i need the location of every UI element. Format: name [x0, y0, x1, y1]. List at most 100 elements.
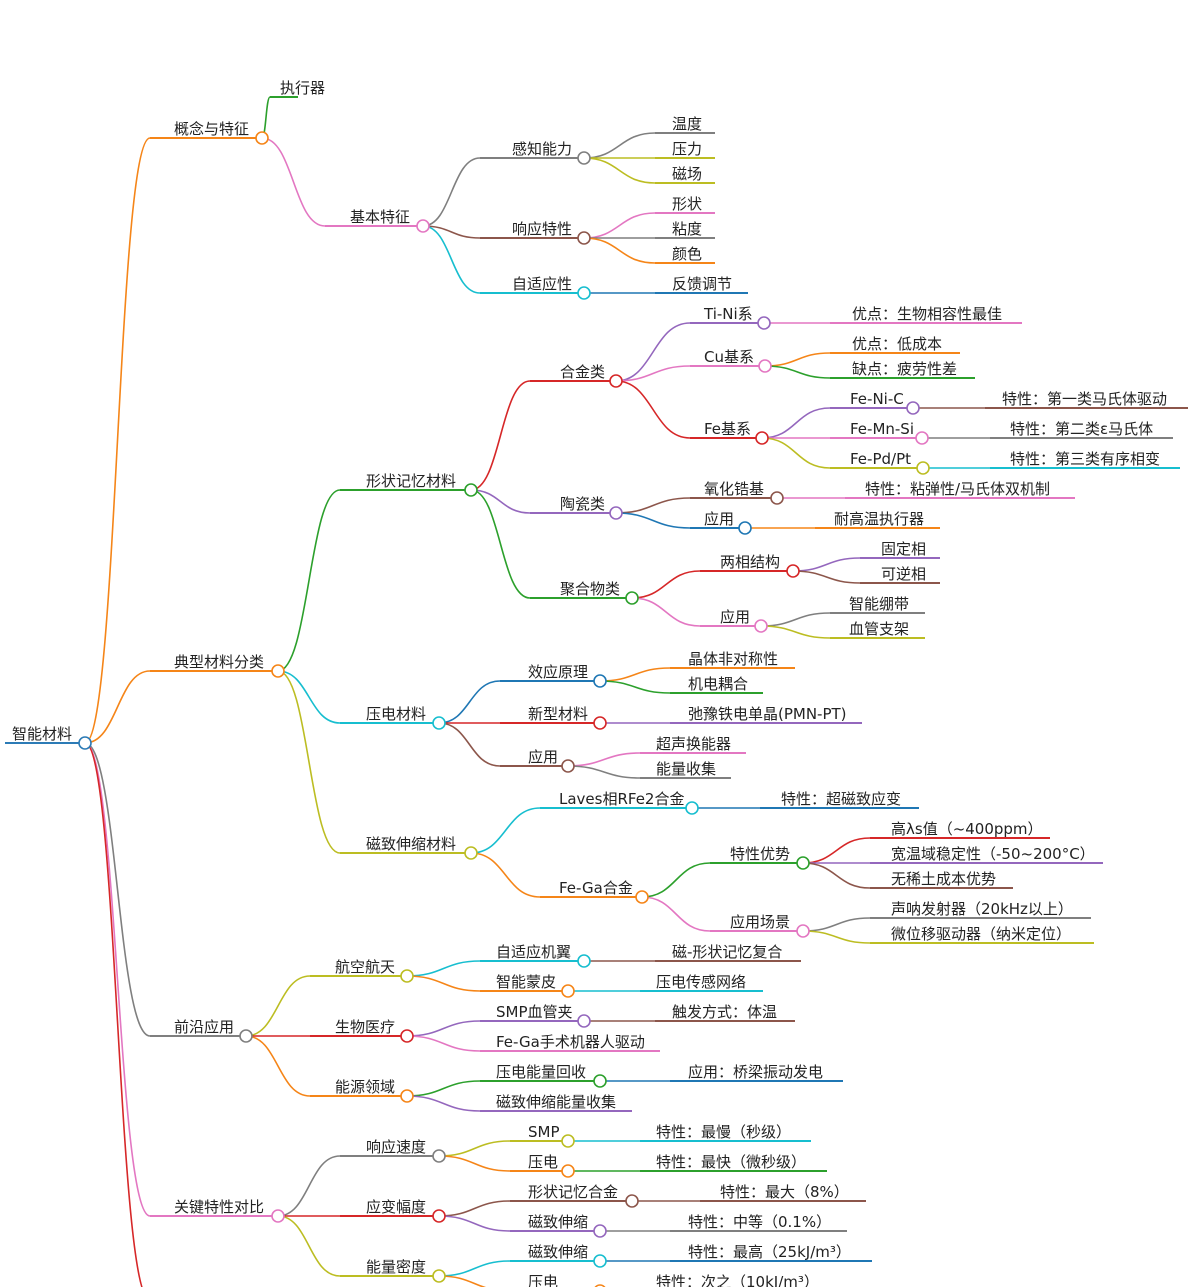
edge-1-0-0-1: [615, 365, 691, 382]
node-label: 声呐发射器（20kHz以上）: [891, 900, 1073, 918]
node-toggle[interactable]: [271, 664, 285, 678]
node-label: 典型材料分类: [174, 653, 264, 671]
node-toggle[interactable]: [400, 969, 414, 983]
node-toggle[interactable]: [916, 461, 930, 475]
node-label: Fe-Ga合金: [559, 879, 633, 897]
node-toggle[interactable]: [464, 846, 478, 860]
node-toggle[interactable]: [635, 890, 649, 904]
node-label: 超声换能器: [656, 735, 731, 753]
node-toggle[interactable]: [78, 736, 92, 750]
node-label: 颜色: [672, 245, 702, 263]
node-label: 自适应机翼: [496, 943, 571, 961]
node-toggle[interactable]: [561, 759, 575, 773]
node-label: 粘度: [672, 220, 702, 238]
node-toggle[interactable]: [625, 1194, 639, 1208]
node-toggle[interactable]: [593, 716, 607, 730]
node-label: Ti-Ni系: [703, 305, 753, 323]
node-toggle[interactable]: [577, 151, 591, 165]
edge-1-0-2-0-1: [792, 570, 861, 584]
node-label: 合金类: [560, 363, 605, 381]
node-label: 自适应性: [512, 275, 572, 293]
node-toggle[interactable]: [758, 359, 772, 373]
node-toggle[interactable]: [796, 924, 810, 938]
edge-2-1-0: [406, 1020, 481, 1037]
node-label: 陶瓷类: [560, 495, 605, 513]
node-toggle[interactable]: [786, 564, 800, 578]
edge-3-1-0: [438, 1200, 511, 1217]
node-toggle[interactable]: [593, 674, 607, 688]
edge-3-2-0: [438, 1260, 511, 1277]
node-toggle[interactable]: [796, 856, 810, 870]
edge-1-0-0-1-0: [764, 352, 831, 367]
node-toggle[interactable]: [416, 219, 430, 233]
node-label: 应用：桥梁振动发电: [688, 1063, 823, 1081]
node-toggle[interactable]: [609, 506, 623, 520]
node-toggle[interactable]: [757, 316, 771, 330]
node-label: 特性：粘弹性/马氏体双机制: [865, 480, 1050, 498]
node-toggle[interactable]: [561, 984, 575, 998]
node-toggle[interactable]: [915, 431, 929, 445]
node-label: 无稀土成本优势: [891, 870, 996, 888]
node-label: 优点：低成本: [852, 335, 942, 353]
node-toggle[interactable]: [770, 491, 784, 505]
node-toggle[interactable]: [239, 1029, 253, 1043]
node-label: 磁致伸缩: [528, 1213, 588, 1231]
node-toggle[interactable]: [432, 1209, 446, 1223]
node-label: 特性：第二类ε马氏体: [1010, 420, 1153, 438]
node-toggle[interactable]: [593, 1074, 607, 1088]
node-toggle[interactable]: [685, 801, 699, 815]
node-toggle[interactable]: [400, 1029, 414, 1043]
edge-2-2: [245, 1035, 311, 1097]
node-toggle[interactable]: [577, 231, 591, 245]
node-label: 磁致伸缩: [528, 1243, 588, 1261]
node-toggle[interactable]: [609, 374, 623, 388]
node-toggle[interactable]: [906, 401, 920, 415]
edge-1-1: [277, 670, 341, 724]
node-label: 智能材料: [12, 725, 72, 743]
node-label: 氧化锆基: [704, 480, 764, 498]
node-label: Fe-Ni-C: [850, 390, 904, 408]
node-label: 应变幅度: [366, 1198, 426, 1216]
node-toggle[interactable]: [593, 1224, 607, 1238]
node-toggle[interactable]: [432, 1149, 446, 1163]
edge-2-0: [245, 975, 311, 1037]
node-label: 晶体非对称性: [688, 650, 778, 668]
node-label: 宽温域稳定性（-50~200°C）: [891, 845, 1095, 863]
node-toggle[interactable]: [625, 591, 639, 605]
node-label: 效应原理: [528, 663, 588, 681]
node-label: Fe-Ga手术机器人驱动: [496, 1033, 645, 1051]
node-toggle[interactable]: [400, 1089, 414, 1103]
edge-0-1-0-0: [583, 132, 656, 159]
node-toggle[interactable]: [577, 286, 591, 300]
node-toggle[interactable]: [755, 431, 769, 445]
node-label: 应用: [720, 608, 750, 626]
node-toggle[interactable]: [464, 483, 478, 497]
node-toggle[interactable]: [432, 1269, 446, 1283]
node-label: 压电能量回收: [496, 1063, 586, 1081]
node-toggle[interactable]: [738, 521, 752, 535]
node-label: 概念与特征: [174, 120, 249, 138]
node-toggle[interactable]: [271, 1209, 285, 1223]
edge-1-0: [277, 489, 341, 672]
node-toggle[interactable]: [255, 131, 269, 145]
node-label: SMP: [528, 1123, 560, 1141]
node-label: 固定相: [881, 540, 926, 558]
node-toggle[interactable]: [561, 1164, 575, 1178]
node-label: 压电材料: [366, 705, 426, 723]
edge-2-1-1: [406, 1035, 481, 1052]
mindmap-nodes: 智能材料概念与特征执行器基本特征感知能力温度压力磁场响应特性形状粘度颜色自适应性…: [12, 79, 1167, 1287]
node-toggle[interactable]: [432, 716, 446, 730]
node-toggle[interactable]: [577, 954, 591, 968]
node-toggle[interactable]: [593, 1254, 607, 1268]
node-label: 磁致伸缩材料: [366, 835, 456, 853]
node-toggle[interactable]: [577, 1014, 591, 1028]
edge-2-2-0: [406, 1080, 481, 1097]
node-label: 磁场: [672, 165, 702, 183]
node-toggle[interactable]: [754, 619, 768, 633]
edge-1-1-2-1: [567, 765, 641, 779]
edge-1-1-0: [438, 680, 501, 724]
edge-0-1: [261, 137, 326, 227]
edge-1-0-0-2: [615, 380, 691, 439]
node-toggle[interactable]: [561, 1134, 575, 1148]
node-label: 能量密度: [366, 1258, 426, 1276]
